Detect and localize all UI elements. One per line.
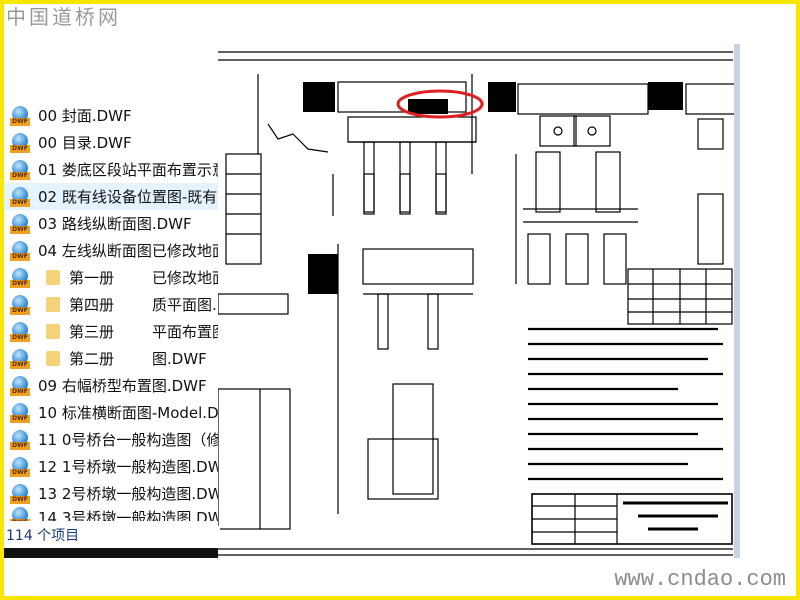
file-name: 13 2号桥墩一般构造图.DWF — [38, 485, 218, 503]
file-name: 14 3号桥墩一般构造图.DWF — [38, 509, 218, 521]
file-item[interactable]: DWF 14 3号桥墩一般构造图.DWF — [4, 507, 218, 521]
file-name-tail: 质平面图.D — [152, 296, 218, 314]
dwf-file-icon: DWF — [10, 240, 30, 261]
dwf-file-icon: DWF — [10, 483, 30, 504]
cad-drawing-view — [217, 44, 740, 558]
file-item[interactable]: DWF 10 标准横断面图-Model.DWF — [4, 399, 218, 426]
dwf-file-icon: DWF — [10, 348, 30, 369]
file-item[interactable]: DWF 03 路线纵断面图.DWF — [4, 210, 218, 237]
file-item[interactable]: DWF 12 1号桥墩一般构造图.DWF — [4, 453, 218, 480]
file-item[interactable]: DWF 13 2号桥墩一般构造图.DWF — [4, 480, 218, 507]
folder-item[interactable]: DWF 第二册 图.DWF — [4, 345, 218, 372]
dwf-file-icon: DWF — [10, 321, 30, 342]
file-name: 00 目录.DWF — [38, 134, 132, 152]
file-item-selected[interactable]: DWF 02 既有线设备位置图-既有线 — [4, 183, 218, 210]
dwf-file-icon: DWF — [10, 132, 30, 153]
file-name: 12 1号桥墩一般构造图.DWF — [38, 458, 218, 476]
folder-name: 第一册 — [69, 269, 115, 287]
folder-icon — [46, 297, 60, 312]
file-item[interactable]: DWF 09 右幅桥型布置图.DWF — [4, 372, 218, 399]
dwf-file-icon: DWF — [10, 267, 30, 288]
file-name: 01 娄底区段站平面布置示意 — [38, 161, 218, 179]
file-item[interactable]: DWF 04 左线纵断面图已修改地面 — [4, 237, 218, 264]
watermark-bottom: www.cndao.com — [614, 567, 786, 592]
file-name: 11 0号桥台一般构造图（修改 — [38, 431, 218, 449]
file-item[interactable]: DWF 00 封面.DWF — [4, 102, 218, 129]
dwf-file-icon: DWF — [10, 105, 30, 126]
dwf-file-icon: DWF — [10, 159, 30, 180]
file-name-tail: 已修改地面 — [152, 269, 218, 287]
viewer-edge — [734, 44, 740, 558]
file-name-tail: 图.DWF — [152, 350, 207, 368]
folder-icon — [46, 270, 60, 285]
file-item[interactable]: DWF 01 娄底区段站平面布置示意 — [4, 156, 218, 183]
file-name: 00 封面.DWF — [38, 107, 132, 125]
file-name: 02 既有线设备位置图-既有线 — [38, 188, 218, 206]
file-item[interactable]: DWF 11 0号桥台一般构造图（修改 — [4, 426, 218, 453]
dwf-file-icon: DWF — [10, 507, 30, 521]
folder-item[interactable]: DWF 第四册 质平面图.D — [4, 291, 218, 318]
watermark-top: 中国道桥网 — [6, 5, 121, 29]
file-name: 04 左线纵断面图已修改地面 — [38, 242, 218, 260]
folder-name: 第二册 — [69, 350, 115, 368]
folder-icon — [46, 324, 60, 339]
folder-item[interactable]: DWF 第三册 平面布置图 — [4, 318, 218, 345]
dwf-file-icon: DWF — [10, 429, 30, 450]
red-annotation-circle — [396, 89, 484, 119]
file-name: 09 右幅桥型布置图.DWF — [38, 377, 207, 395]
file-item[interactable]: DWF 00 目录.DWF — [4, 129, 218, 156]
file-list: DWF 00 封面.DWF DWF 00 目录.DWF DWF 01 娄底区段站平面布… — [4, 102, 218, 521]
dwf-file-icon: DWF — [10, 456, 30, 477]
folder-icon — [46, 351, 60, 366]
file-name: 03 路线纵断面图.DWF — [38, 215, 192, 233]
folder-name: 第四册 — [69, 296, 115, 314]
file-name-tail: 平面布置图 — [152, 323, 218, 341]
file-name: 10 标准横断面图-Model.DWF — [38, 404, 218, 422]
item-count-status: 114 个项目 — [4, 526, 220, 546]
dwf-file-icon: DWF — [10, 186, 30, 207]
dwf-file-icon: DWF — [10, 402, 30, 423]
dwf-file-icon: DWF — [10, 213, 30, 234]
dwf-file-icon: DWF — [10, 294, 30, 315]
dwf-file-icon: DWF — [10, 375, 30, 396]
folder-name: 第三册 — [69, 323, 115, 341]
bridge-drawing — [217, 51, 737, 556]
folder-item[interactable]: DWF 第一册 已修改地面 — [4, 264, 218, 291]
taskbar-strip — [4, 548, 218, 558]
